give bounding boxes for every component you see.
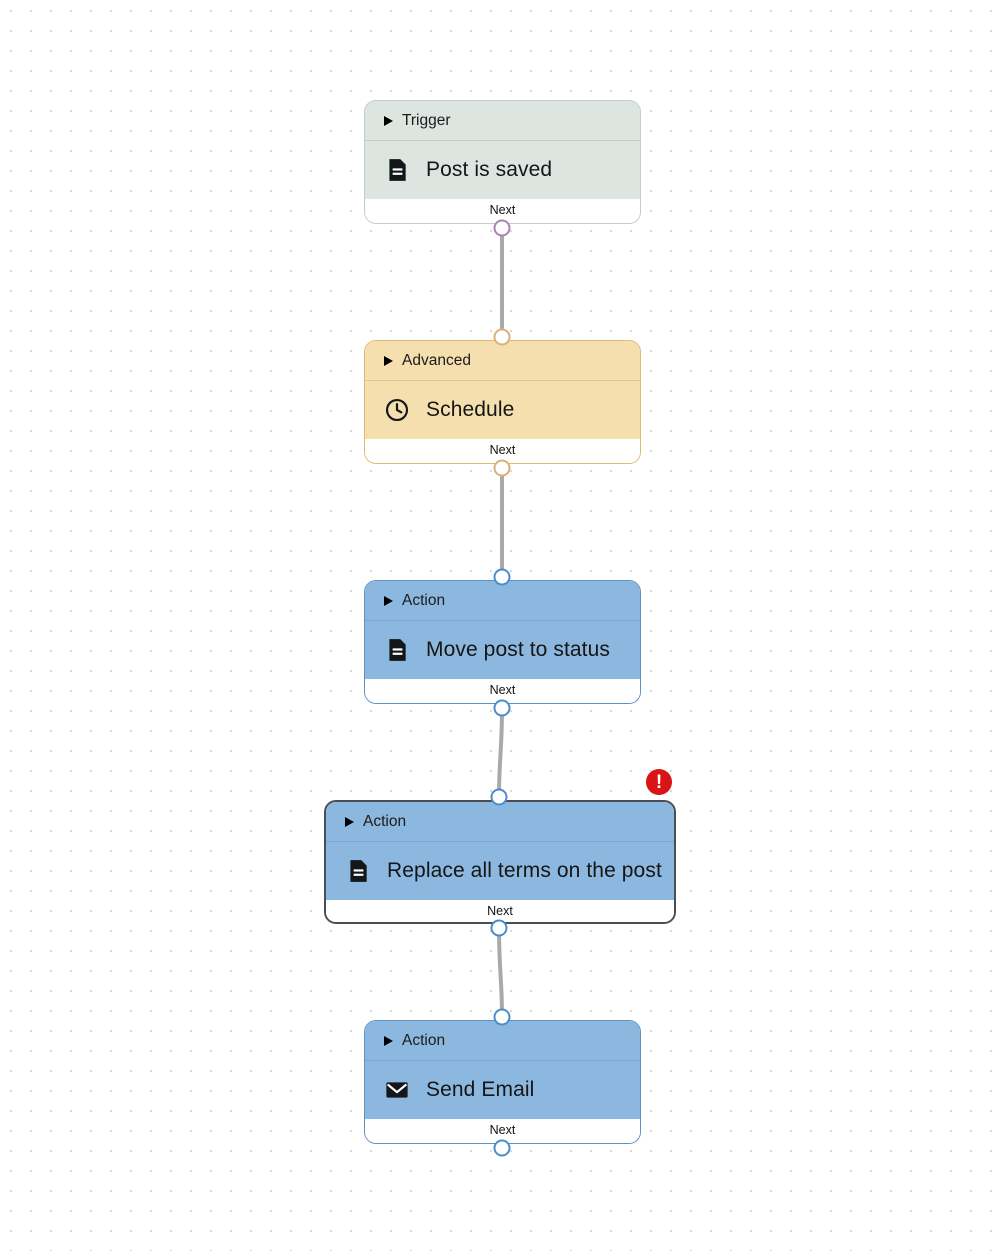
node-title: Schedule [426,398,515,421]
clock-icon [385,398,409,422]
connection-port-output[interactable] [493,699,511,717]
node-header[interactable]: Action [365,581,640,621]
node-body[interactable]: Schedule [365,381,640,439]
node-header[interactable]: Advanced [365,341,640,381]
node-header[interactable]: Action [365,1021,640,1061]
node-next-slot[interactable]: Next [365,439,640,463]
connector-edge[interactable] [497,926,504,1018]
node-category-label: Action [402,591,446,609]
node-title: Replace all terms on the post [387,859,662,882]
document-icon [389,159,406,181]
node-category-label: Action [402,1031,446,1049]
node-title: Move post to status [426,638,610,661]
node-next-slot[interactable]: Next [365,199,640,223]
node-body[interactable]: Send Email [365,1061,640,1119]
connection-port-output[interactable] [493,219,511,237]
next-label: Next [489,683,516,697]
connection-port-output[interactable] [493,1139,511,1157]
caret-right-icon[interactable] [384,355,393,366]
connection-port-input[interactable] [493,1008,511,1026]
node-body[interactable]: Move post to status [365,621,640,679]
node-title: Post is saved [426,158,553,181]
node-category-label: Action [363,812,407,830]
next-label: Next [487,904,513,918]
node-next-slot[interactable]: Next [365,679,640,703]
node-body[interactable]: Replace all terms on the post [326,842,674,900]
node-header[interactable]: Trigger [365,101,640,141]
next-label: Next [489,1123,516,1137]
connection-port-output[interactable] [493,459,511,477]
error-badge-icon[interactable]: ! [646,769,672,795]
document-icon [389,639,406,661]
node-next-slot[interactable]: Next [326,900,674,922]
connector-edge[interactable] [497,706,504,798]
node-category-label: Trigger [402,111,451,129]
connection-port-input[interactable] [493,328,511,346]
connection-port-input[interactable] [490,788,508,806]
connection-port-input[interactable] [493,568,511,586]
envelope-icon [386,1082,408,1098]
node-title: Send Email [426,1078,535,1101]
node-header[interactable]: Action [326,802,674,842]
connection-port-output[interactable] [490,919,508,937]
next-label: Next [489,443,516,457]
caret-right-icon[interactable] [345,816,354,827]
caret-right-icon[interactable] [384,115,393,126]
caret-right-icon[interactable] [384,595,393,606]
document-icon [350,860,367,882]
next-label: Next [489,203,516,217]
node-next-slot[interactable]: Next [365,1119,640,1143]
node-body[interactable]: Post is saved [365,141,640,199]
caret-right-icon[interactable] [384,1035,393,1046]
node-category-label: Advanced [402,351,471,369]
